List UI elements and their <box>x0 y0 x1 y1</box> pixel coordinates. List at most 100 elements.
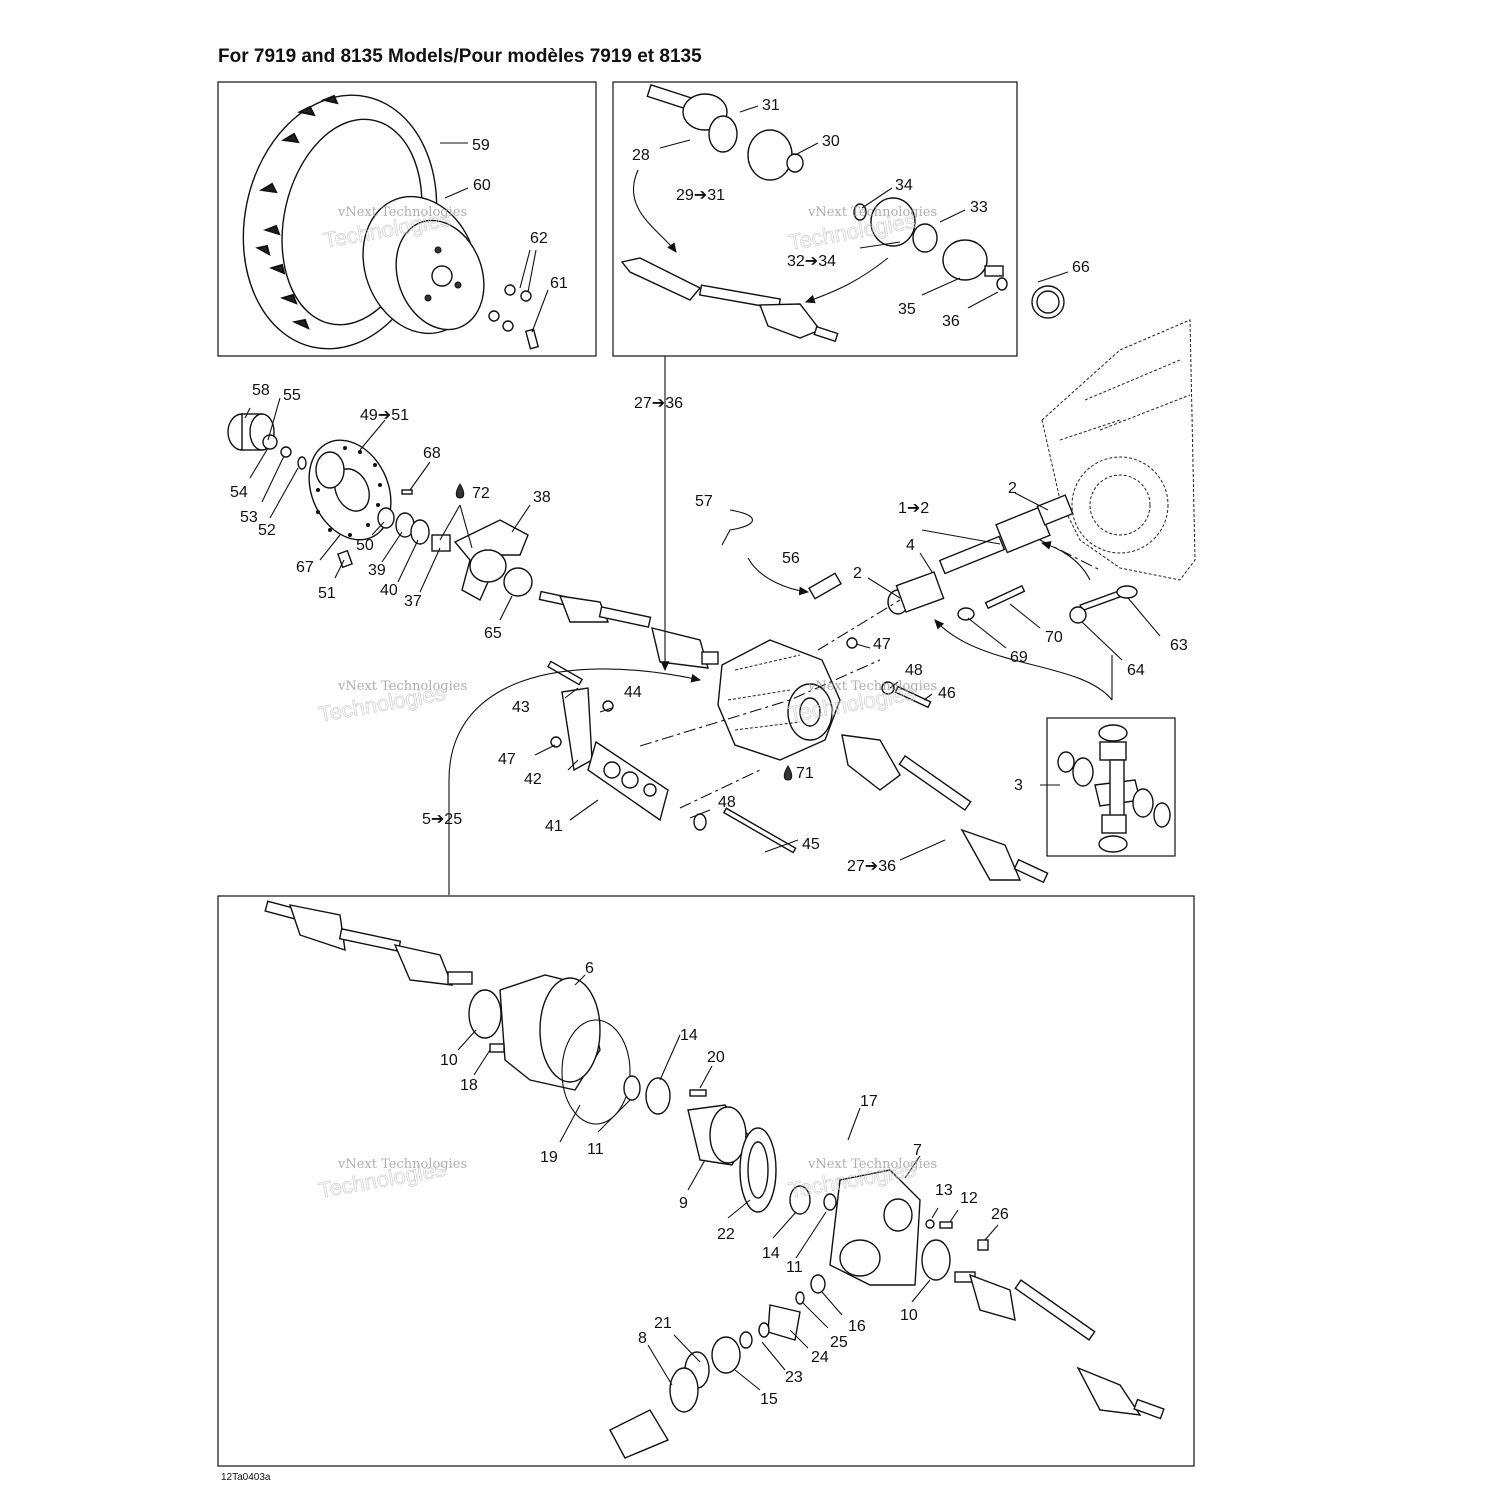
callout-14-lower: 14 <box>762 1245 780 1262</box>
callout-43: 43 <box>512 699 530 716</box>
callout-56: 56 <box>782 550 800 567</box>
screw-20 <box>689 1089 707 1097</box>
callout-49-51: 49➔51 <box>360 407 409 424</box>
leader-lines <box>244 105 1161 1391</box>
front-differential <box>717 639 841 761</box>
callout-27-36-upper: 27➔36 <box>634 395 683 412</box>
engine-outline <box>1041 319 1196 581</box>
shim <box>823 1193 837 1211</box>
callout-9: 9 <box>679 1195 688 1212</box>
callout-47-lower: 47 <box>498 751 516 768</box>
callout-38: 38 <box>533 489 551 506</box>
callout-70: 70 <box>1045 629 1063 646</box>
callout-27-36-lower: 27➔36 <box>847 858 896 875</box>
callout-3: 3 <box>1014 777 1023 794</box>
oil-seal <box>468 989 502 1039</box>
ring-gear <box>739 1127 777 1213</box>
callout-2-upper: 2 <box>1008 480 1017 497</box>
watermark-text: vNext Technologies <box>337 679 467 694</box>
callout-18: 18 <box>460 1077 478 1094</box>
housing-screw <box>489 1043 505 1053</box>
callout-68: 68 <box>423 445 441 462</box>
callout-13: 13 <box>935 1182 953 1199</box>
watermark-text: vNext Technologies <box>807 679 937 694</box>
callout-47-upper: 47 <box>873 636 891 653</box>
pinion-parts <box>669 1274 826 1413</box>
differential-housing <box>499 974 601 1091</box>
half-shaft <box>620 257 839 343</box>
rear-axle-right <box>954 1271 1165 1420</box>
callout-1-2: 1➔2 <box>898 500 929 517</box>
oil-seal-right <box>921 1239 951 1281</box>
mounting-plate <box>587 740 669 822</box>
callout-24: 24 <box>811 1349 829 1366</box>
callout-57: 57 <box>695 493 713 510</box>
callout-10-left: 10 <box>440 1052 458 1069</box>
callout-51: 51 <box>318 585 336 602</box>
callout-19: 19 <box>540 1149 558 1166</box>
callout-41: 41 <box>545 818 563 835</box>
callout-52: 52 <box>258 522 276 539</box>
callout-2-lower: 2 <box>853 565 862 582</box>
callout-15: 15 <box>760 1391 778 1408</box>
cv-joint-inner <box>853 197 1008 291</box>
callout-6: 6 <box>585 960 594 977</box>
wheel-nuts <box>488 284 532 332</box>
washer <box>280 446 292 458</box>
callout-60: 60 <box>473 177 491 194</box>
rim <box>362 195 485 335</box>
universal-joint-frame <box>1046 717 1176 857</box>
callout-63: 63 <box>1170 637 1188 654</box>
callout-25: 25 <box>830 1334 848 1351</box>
callout-21: 21 <box>654 1315 672 1332</box>
hub <box>315 451 345 489</box>
universal-joint <box>1057 724 1171 853</box>
watermark-text: vNext Technologies <box>337 205 467 220</box>
callout-7: 7 <box>913 1142 922 1159</box>
wheel-stud <box>524 328 540 350</box>
callout-28: 28 <box>632 147 650 164</box>
rear-axle-left <box>264 900 473 986</box>
seal <box>503 567 533 597</box>
tie-strap <box>721 509 753 546</box>
callout-11-right: 11 <box>786 1259 803 1276</box>
bolts-washers <box>546 584 1138 854</box>
vent-26 <box>977 1239 989 1251</box>
callout-48-lower: 48 <box>718 794 736 811</box>
wheel-frame <box>217 81 597 357</box>
callout-55: 55 <box>283 387 301 404</box>
hub-nut <box>262 434 278 450</box>
plug-12 <box>939 1221 953 1229</box>
callout-34: 34 <box>895 177 913 194</box>
callout-35: 35 <box>898 301 916 318</box>
callout-72: 72 <box>472 485 490 502</box>
diagram-code: 12Ta0403a <box>221 1472 271 1483</box>
bearing-right <box>789 1185 811 1215</box>
callout-32-34: 32➔34 <box>787 253 836 270</box>
o-ring <box>297 456 307 470</box>
callout-37: 37 <box>404 593 422 610</box>
callout-29-31: 29➔31 <box>676 187 725 204</box>
callout-labels: 59 60 62 61 31 30 28 29➔31 34 33 32➔34 3… <box>230 97 1188 1408</box>
callout-42: 42 <box>524 771 542 788</box>
watermark-text: vNext Technologies <box>337 1157 467 1172</box>
bolt <box>337 549 353 569</box>
callout-54: 54 <box>230 484 248 501</box>
front-drive-shaft-right <box>841 734 1049 884</box>
callout-23: 23 <box>785 1369 803 1386</box>
callout-17: 17 <box>860 1093 878 1110</box>
callout-14-upper: 14 <box>680 1027 698 1044</box>
callout-58: 58 <box>252 382 270 399</box>
callout-65: 65 <box>484 625 502 642</box>
page-title: For 7919 and 8135 Models/Pour modèles 79… <box>218 46 702 67</box>
washer-13 <box>925 1219 935 1229</box>
callout-59: 59 <box>472 137 490 154</box>
watermark-text: vNext Technologies <box>807 205 937 220</box>
breather-hose <box>808 572 842 600</box>
callout-30: 30 <box>822 133 840 150</box>
callout-5-25: 5➔25 <box>422 811 462 828</box>
propeller-shaft <box>887 494 1074 615</box>
o-ring-housing <box>561 1019 631 1125</box>
callout-66: 66 <box>1072 259 1090 276</box>
